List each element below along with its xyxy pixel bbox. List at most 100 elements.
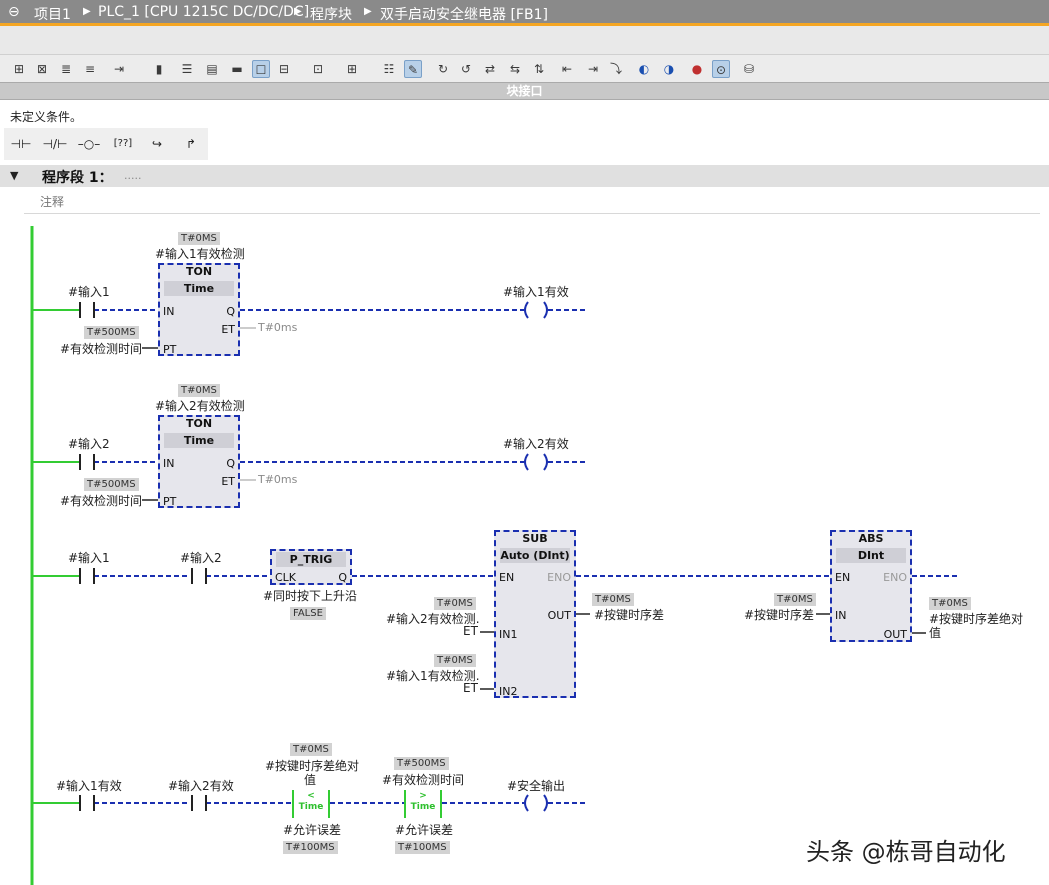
pin-en: EN xyxy=(835,571,851,584)
open-branch-icon[interactable]: ↪ xyxy=(151,137,163,151)
nc-contact-icon[interactable]: ⊣/⊢ xyxy=(42,137,68,151)
cmp1-operator: < xyxy=(307,791,315,801)
timer2-instance[interactable]: #输入2有效检测 xyxy=(155,399,245,413)
cmp2-lower-value: T#100MS xyxy=(395,841,450,854)
chevron-right-icon: ▶ xyxy=(364,6,372,17)
coil-output2-label[interactable]: #输入2有效 xyxy=(503,437,569,451)
abs-box[interactable]: ABS DInt EN ENO IN OUT xyxy=(830,530,912,642)
monitor-icon[interactable]: ▮ xyxy=(155,62,163,76)
pin-et: ET xyxy=(221,475,235,488)
cmp1-lower-var[interactable]: #允许误差 xyxy=(283,823,342,837)
goto-error-icon[interactable]: ↻ xyxy=(437,62,449,76)
contact-input2-label[interactable]: #输入2 xyxy=(68,437,110,451)
indent-right-icon[interactable]: ⇥ xyxy=(587,62,599,76)
breakpoint-icon[interactable]: ● xyxy=(691,62,703,76)
sub-in2-var[interactable]: #输入1有效检测. xyxy=(386,669,480,683)
contact-input2-valid-label[interactable]: #输入2有效 xyxy=(168,779,234,793)
coil-icon[interactable]: –○– xyxy=(77,137,101,151)
abs-in-var[interactable]: #按键时序差 xyxy=(744,608,815,622)
goto-prev-icon[interactable]: ⇄ xyxy=(484,62,496,76)
coil-safety-output-label[interactable]: #安全输出 xyxy=(507,779,566,793)
no-contact-icon[interactable]: ⊣⊢ xyxy=(10,137,32,151)
compare-boxes xyxy=(292,790,442,818)
pin-clk: CLK xyxy=(275,571,297,584)
cmp2-lower-var[interactable]: #允许误差 xyxy=(395,823,454,837)
contact-input1-label[interactable]: #输入1 xyxy=(68,551,110,565)
goto-next-icon[interactable]: ↺ xyxy=(460,62,472,76)
jump-icon[interactable]: ⇥ xyxy=(113,62,125,76)
pin-in: IN xyxy=(163,305,175,318)
ton-box-1[interactable]: TON Time IN Q ET PT xyxy=(158,263,240,356)
p-trig-box[interactable]: P_TRIG CLK Q xyxy=(270,549,352,585)
view-icon[interactable]: ▬ xyxy=(231,62,243,76)
contact-input2-label[interactable]: #输入2 xyxy=(180,551,222,565)
network-title: 程序段 1： xyxy=(42,170,113,186)
contact-input1-label[interactable]: #输入1 xyxy=(68,285,110,299)
sub-in2-var-et[interactable]: ET xyxy=(463,681,478,695)
sub-in1-var[interactable]: #输入2有效检测. xyxy=(386,612,480,626)
sub-in1-var-et[interactable]: ET xyxy=(463,624,478,638)
delete-network-icon[interactable]: ⊠ xyxy=(36,62,48,76)
timer2-init-value: T#0MS xyxy=(178,384,220,397)
pt-value-1: T#500MS xyxy=(84,326,139,339)
cmp1-var-2[interactable]: 值 xyxy=(304,773,317,787)
indent-left-icon[interactable]: ⇤ xyxy=(561,62,573,76)
network-title-input[interactable]: ..... xyxy=(124,169,142,182)
monitor-off-icon[interactable]: ◑ xyxy=(663,62,675,76)
insert-network-icon[interactable]: ⊞ xyxy=(13,62,25,76)
absolute-operand-icon[interactable]: ⊟ xyxy=(278,62,290,76)
pin-en: EN xyxy=(499,571,515,584)
abs-out-var[interactable]: #按键时序差绝对 xyxy=(929,612,1024,626)
pt-var-2[interactable]: #有效检测时间 xyxy=(60,494,143,508)
breadcrumb-folder[interactable]: 程序块 xyxy=(310,7,352,23)
ton-type[interactable]: Time xyxy=(164,433,234,448)
abs-type[interactable]: DInt xyxy=(836,548,906,563)
abs-in-value: T#0MS xyxy=(774,593,816,606)
auto-format-icon[interactable]: ⤵ xyxy=(609,62,622,76)
breadcrumb-plc[interactable]: PLC_1 [CPU 1215C DC/DC/DC] xyxy=(98,4,310,20)
empty-box-icon[interactable]: [??] xyxy=(113,138,133,149)
favorites-icon[interactable]: ☷ xyxy=(383,62,395,76)
pin-eno: ENO xyxy=(883,571,907,584)
operand-info-icon[interactable]: ⊡ xyxy=(312,62,324,76)
sub-box[interactable]: SUB Auto (DInt) EN ENO OUT IN1 IN2 xyxy=(494,530,576,698)
network-header[interactable]: ▼ 程序段 1： ..... xyxy=(0,165,1049,187)
sub-type[interactable]: Auto (DInt) xyxy=(500,548,570,563)
p-trig-var[interactable]: #同时按下上升沿 xyxy=(263,589,358,603)
expand-all-icon[interactable]: ☰ xyxy=(181,62,193,76)
monitor-on-icon[interactable]: ◐ xyxy=(638,62,650,76)
highlight-icon[interactable]: ✎ xyxy=(404,60,422,78)
breadcrumb-block[interactable]: 双手启动安全继电器 [FB1] xyxy=(380,7,548,23)
pin-out: OUT xyxy=(547,609,571,622)
pin-pt: PT xyxy=(163,343,177,356)
network-comment[interactable]: 注释 xyxy=(40,195,65,209)
collapse-all-icon[interactable]: ▤ xyxy=(206,62,218,76)
timer1-instance[interactable]: #输入1有效检测 xyxy=(155,247,245,261)
coil-output1-label[interactable]: #输入1有效 xyxy=(503,285,569,299)
breadcrumb-root[interactable]: 项目1 xyxy=(34,7,71,23)
append-row-icon[interactable]: ≡ xyxy=(84,62,96,76)
call-environment-icon[interactable]: ⊙ xyxy=(712,60,730,78)
cmp2-var[interactable]: #有效检测时间 xyxy=(382,773,465,787)
cmp1-op[interactable]: < Time xyxy=(294,791,328,813)
compare-icon[interactable]: ⇅ xyxy=(533,62,545,76)
operand-list-icon[interactable]: ⊞ xyxy=(346,62,358,76)
ton-box-2[interactable]: TON Time IN Q ET PT xyxy=(158,415,240,508)
snapshot-icon[interactable]: ⛁ xyxy=(743,62,755,76)
block-interface-bar[interactable]: 块接口 xyxy=(0,82,1049,100)
collapse-icon[interactable]: ⊖ xyxy=(8,4,20,20)
cmp1-var[interactable]: #按键时序差绝对 xyxy=(265,759,360,773)
insert-row-icon[interactable]: ≣ xyxy=(60,62,72,76)
abs-out-var-2[interactable]: 值 xyxy=(929,626,942,640)
ton-type[interactable]: Time xyxy=(164,281,234,296)
contact-input1-valid-label[interactable]: #输入1有效 xyxy=(56,779,122,793)
close-branch-icon[interactable]: ↱ xyxy=(185,137,197,151)
comments-icon[interactable]: ☐ xyxy=(252,60,270,78)
sub-in1-value: T#0MS xyxy=(434,597,476,610)
cmp2-op[interactable]: > Time xyxy=(406,791,440,813)
block-condition-text: 未定义条件。 xyxy=(10,110,83,124)
tag-update-icon[interactable]: ⇆ xyxy=(509,62,521,76)
sub-out-var[interactable]: #按键时序差 xyxy=(594,608,665,622)
pt-var-1[interactable]: #有效检测时间 xyxy=(60,342,143,356)
collapse-triangle-icon[interactable]: ▼ xyxy=(10,169,19,182)
